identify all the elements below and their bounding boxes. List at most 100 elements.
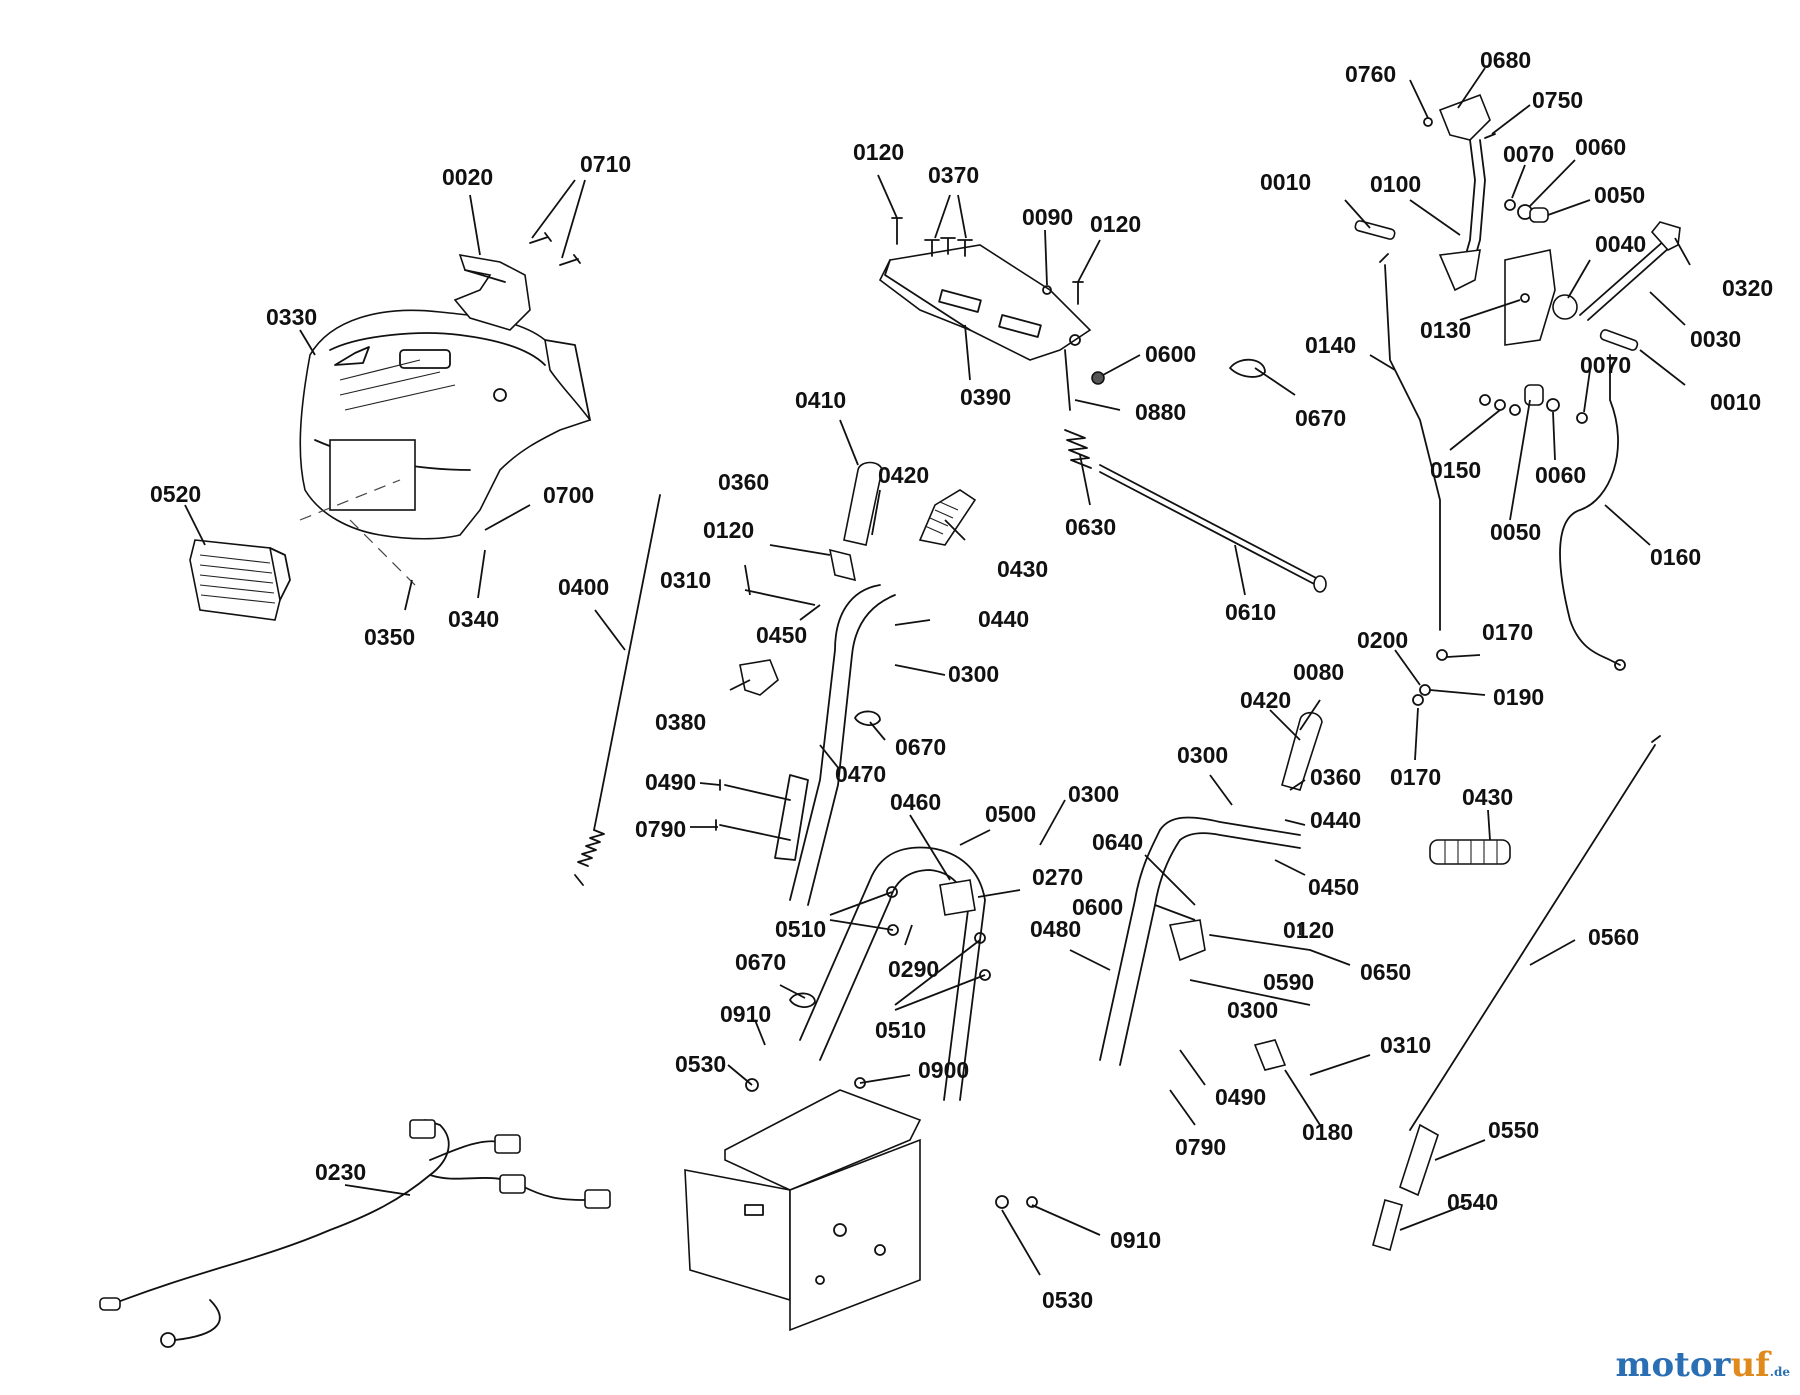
label-0440: 0440 xyxy=(978,606,1029,632)
label-0200: 0200 xyxy=(1357,627,1408,653)
watermark-logo: motoruf.de xyxy=(1615,1345,1790,1385)
label-0400: 0400 xyxy=(558,574,609,600)
label-0140: 0140 xyxy=(1305,332,1356,358)
knob-0600 xyxy=(1091,371,1105,385)
label-0790: 0790 xyxy=(1175,1134,1226,1160)
label-0170: 0170 xyxy=(1390,764,1441,790)
label-0610: 0610 xyxy=(1225,599,1276,625)
label-0560: 0560 xyxy=(1588,924,1639,950)
label-0480: 0480 xyxy=(1030,916,1081,942)
label-0160: 0160 xyxy=(1650,544,1701,570)
watermark-tld: .de xyxy=(1769,1365,1790,1379)
label-0630: 0630 xyxy=(1065,514,1116,540)
label-0550: 0550 xyxy=(1488,1117,1539,1143)
bolt-0710 xyxy=(529,232,581,266)
label-0900: 0900 xyxy=(918,1057,969,1083)
sleeve-0550 xyxy=(1399,1123,1439,1197)
grip-0430-left xyxy=(918,489,977,546)
bracket-0460 xyxy=(939,879,976,916)
label-0450: 0450 xyxy=(756,622,807,648)
label-0390: 0390 xyxy=(960,384,1011,410)
label-0330: 0330 xyxy=(266,304,317,330)
label-0070: 0070 xyxy=(1503,141,1554,167)
base-plates xyxy=(684,1089,922,1332)
label-0680: 0680 xyxy=(1480,47,1531,73)
label-0440: 0440 xyxy=(1310,807,1361,833)
label-0070: 0070 xyxy=(1580,352,1631,378)
pin-0750 xyxy=(1484,133,1496,139)
bolt-0120-top xyxy=(891,217,903,245)
cable-0400 xyxy=(574,494,661,886)
control-panel xyxy=(878,244,1092,361)
label-0430: 0430 xyxy=(1462,784,1513,810)
plate-0130 xyxy=(1504,249,1556,346)
label-0520: 0520 xyxy=(150,481,201,507)
knob-0320 xyxy=(1650,221,1681,251)
label-0120: 0120 xyxy=(703,517,754,543)
cable-0560 xyxy=(1409,735,1661,1131)
bushing-0050-0060-0070-lower xyxy=(1524,384,1588,424)
part-labels: 0680 0760 0750 0070 0060 0010 0100 0050 … xyxy=(150,47,1773,1313)
label-0030: 0030 xyxy=(1690,326,1741,352)
label-0340: 0340 xyxy=(448,606,499,632)
handle-left-0470 xyxy=(774,584,896,906)
label-0190: 0190 xyxy=(1493,684,1544,710)
wire-harness-0230 xyxy=(99,1119,611,1348)
label-0090: 0090 xyxy=(1022,204,1073,230)
label-0120: 0120 xyxy=(1283,917,1334,943)
nuts-0150 xyxy=(1479,394,1521,416)
label-0410: 0410 xyxy=(795,387,846,413)
rod-0650 xyxy=(1209,934,1311,951)
cable-0160 xyxy=(1559,354,1626,671)
label-0670: 0670 xyxy=(895,734,946,760)
label-0600: 0600 xyxy=(1072,894,1123,920)
label-0180: 0180 xyxy=(1302,1119,1353,1145)
label-0490: 0490 xyxy=(645,769,696,795)
label-0120: 0120 xyxy=(1090,211,1141,237)
clip-0670-top xyxy=(1229,358,1266,378)
label-0040: 0040 xyxy=(1595,231,1646,257)
label-0530: 0530 xyxy=(1042,1287,1093,1313)
label-0270: 0270 xyxy=(1032,864,1083,890)
label-0750: 0750 xyxy=(1532,87,1583,113)
label-0600: 0600 xyxy=(1145,341,1196,367)
label-0150: 0150 xyxy=(1430,457,1481,483)
bracket-0380 xyxy=(739,659,779,696)
label-0470: 0470 xyxy=(835,761,886,787)
label-0500: 0500 xyxy=(985,801,1036,827)
label-0010: 0010 xyxy=(1710,389,1761,415)
shift-bracket-0100 xyxy=(1438,249,1481,292)
label-0790: 0790 xyxy=(635,816,686,842)
label-0910: 0910 xyxy=(1110,1227,1161,1253)
label-0050: 0050 xyxy=(1490,519,1541,545)
label-0300: 0300 xyxy=(1177,742,1228,768)
label-0880: 0880 xyxy=(1135,399,1186,425)
label-0050: 0050 xyxy=(1594,182,1645,208)
bolts-0370 xyxy=(924,237,973,257)
label-0310: 0310 xyxy=(1380,1032,1431,1058)
label-0430: 0430 xyxy=(997,556,1048,582)
label-0320: 0320 xyxy=(1722,275,1773,301)
label-0300: 0300 xyxy=(948,661,999,687)
label-0510: 0510 xyxy=(875,1017,926,1043)
headlight-bracket xyxy=(453,253,531,331)
label-0300: 0300 xyxy=(1227,997,1278,1023)
bolt-0010-right xyxy=(1599,329,1639,351)
label-0540: 0540 xyxy=(1447,1189,1498,1215)
label-0080: 0080 xyxy=(1293,659,1344,685)
label-0060: 0060 xyxy=(1535,462,1586,488)
label-0910: 0910 xyxy=(720,1001,771,1027)
grip-0080 xyxy=(1281,711,1323,791)
label-0530: 0530 xyxy=(675,1051,726,1077)
label-0490: 0490 xyxy=(1215,1084,1266,1110)
label-0350: 0350 xyxy=(364,624,415,650)
watermark-main: motor xyxy=(1615,1345,1731,1385)
disc-0040 xyxy=(1552,294,1578,320)
headlight-lens xyxy=(189,539,291,621)
shift-lever-0030 xyxy=(1579,239,1671,321)
label-0360: 0360 xyxy=(1310,764,1361,790)
label-0710: 0710 xyxy=(580,151,631,177)
label-0420: 0420 xyxy=(1240,687,1291,713)
label-0380: 0380 xyxy=(655,709,706,735)
